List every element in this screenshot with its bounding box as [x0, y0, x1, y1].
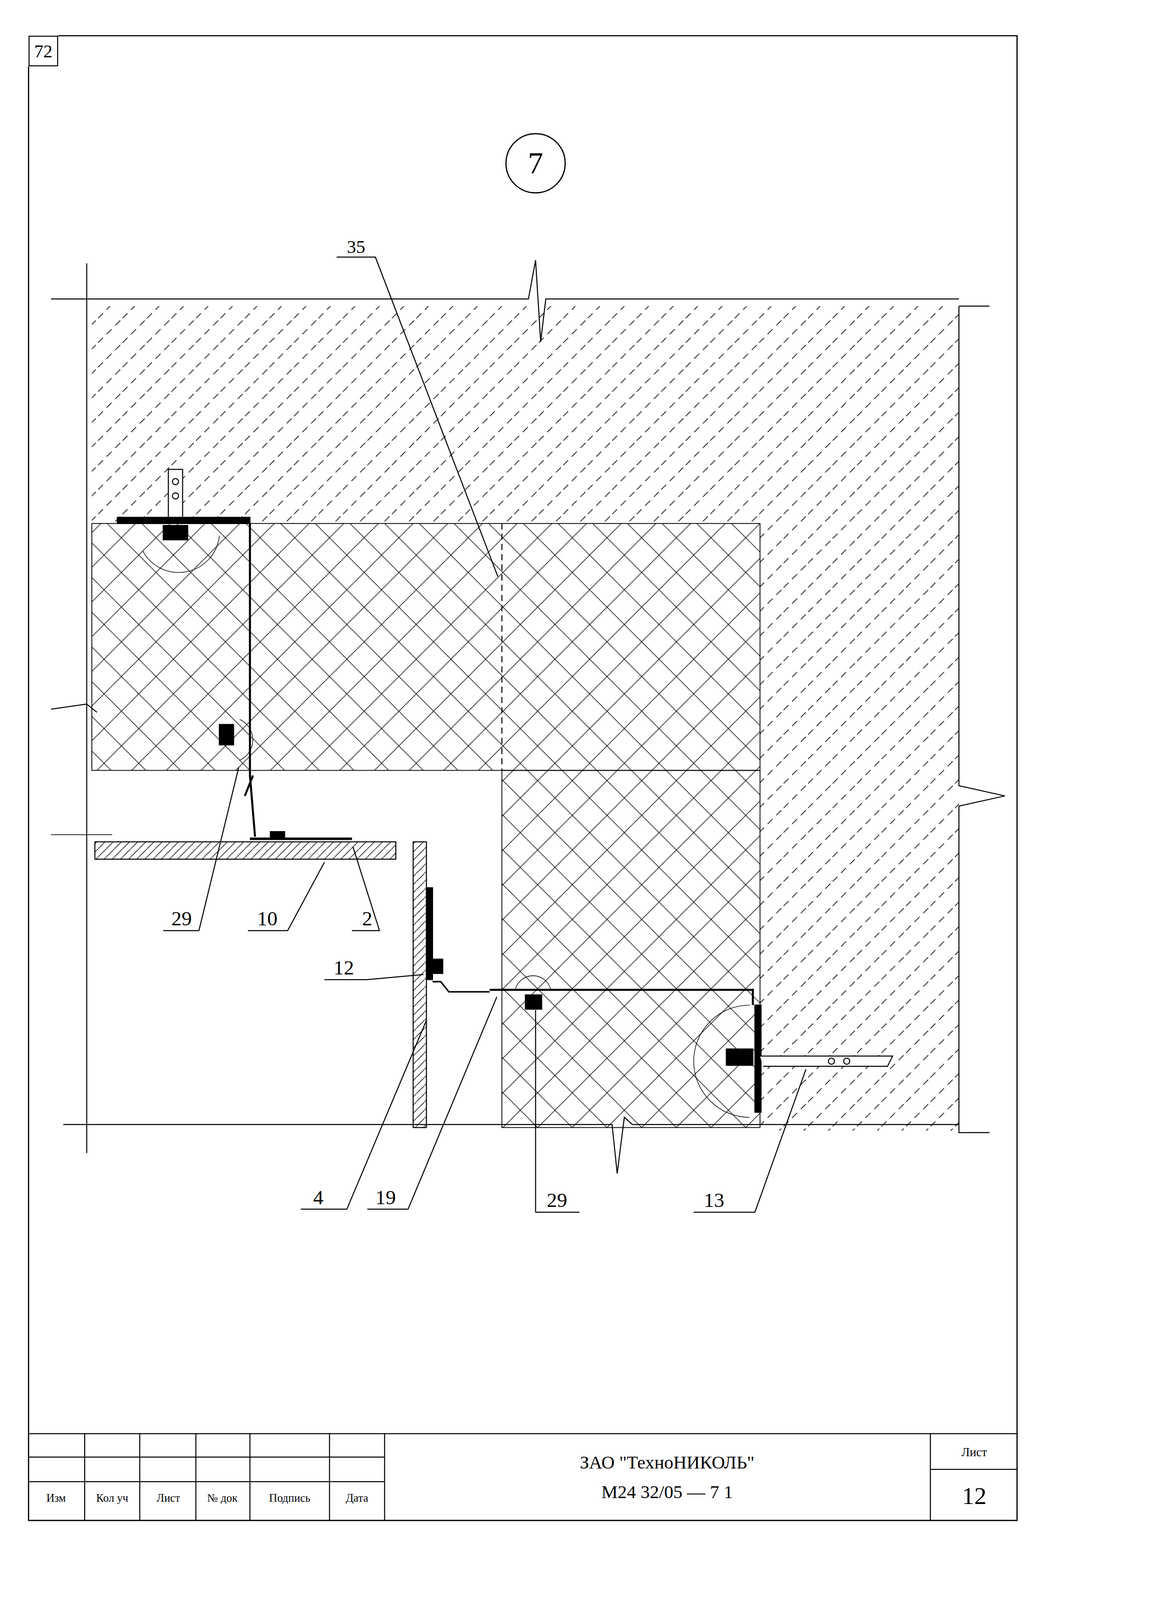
- title-block-cell: Дата: [345, 1492, 369, 1504]
- sheet-number-box: 72: [28, 35, 59, 67]
- callout-number: 4: [312, 1186, 323, 1208]
- title-block-cell: Лист: [961, 1445, 987, 1458]
- document-code: М24 32/05 — 7 1: [601, 1482, 733, 1501]
- title-block-cell: Кол уч: [95, 1492, 128, 1504]
- callout-number: 2: [362, 907, 373, 929]
- callout-number: 29: [546, 1189, 568, 1211]
- title-block-cell: Подпись: [269, 1492, 311, 1504]
- title-block-cell: Изм: [46, 1492, 66, 1504]
- node-text: 7: [528, 147, 544, 179]
- detail-number-circle: 7: [504, 132, 567, 195]
- company-name: ЗАО "ТехноНИКОЛЬ": [579, 1452, 755, 1472]
- title-block-cell: № док: [207, 1492, 238, 1504]
- callout-number: 29: [171, 907, 192, 929]
- callout-number: 13: [703, 1189, 725, 1211]
- callout-number: 19: [375, 1186, 396, 1208]
- callout-number: 12: [333, 957, 354, 978]
- sheet-number: 12: [962, 1483, 987, 1508]
- callout-number: 10: [257, 907, 278, 929]
- node-text: 72: [34, 41, 53, 61]
- callout-number: 35: [346, 237, 365, 257]
- title-block-cell: Лист: [156, 1492, 181, 1504]
